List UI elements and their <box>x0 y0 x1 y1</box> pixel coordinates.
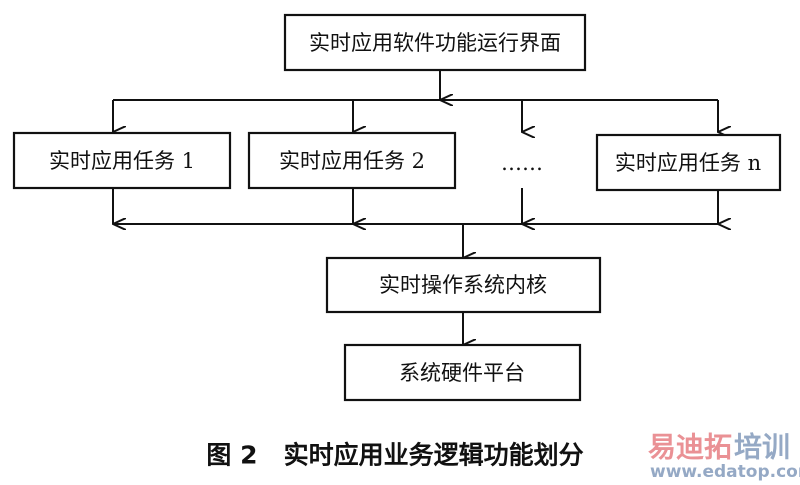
task-ellipsis: …… <box>501 151 543 175</box>
task-label: 实时应用任务 2 <box>279 149 425 173</box>
figure-caption: 图 2 实时应用业务逻辑功能划分 <box>206 441 583 470</box>
watermark-title-red: 易迪拓 <box>648 431 732 464</box>
hardware-label: 系统硬件平台 <box>399 361 525 385</box>
ui-layer-box: 实时应用软件功能运行界面 <box>283 13 587 72</box>
task-box-2: 实时应用任务 2 <box>247 131 457 190</box>
task-label: 实时应用任务 1 <box>49 149 195 173</box>
connectors <box>112 70 718 345</box>
hardware-box: 系统硬件平台 <box>343 343 582 402</box>
watermark-title-blue: 培训 <box>734 431 790 464</box>
watermark-logo: 易迪拓 培训 www.edatop.com <box>648 431 800 483</box>
watermark-url: www.edatop.com <box>650 462 800 482</box>
kernel-label: 实时操作系统内核 <box>379 273 547 297</box>
task-label: 实时应用任务 n <box>615 151 761 175</box>
ui-layer-label: 实时应用软件功能运行界面 <box>309 31 561 55</box>
kernel-box: 实时操作系统内核 <box>325 256 602 314</box>
task-box-1: 实时应用任务 1 <box>12 131 232 190</box>
task-box-n: 实时应用任务 n <box>595 133 782 192</box>
